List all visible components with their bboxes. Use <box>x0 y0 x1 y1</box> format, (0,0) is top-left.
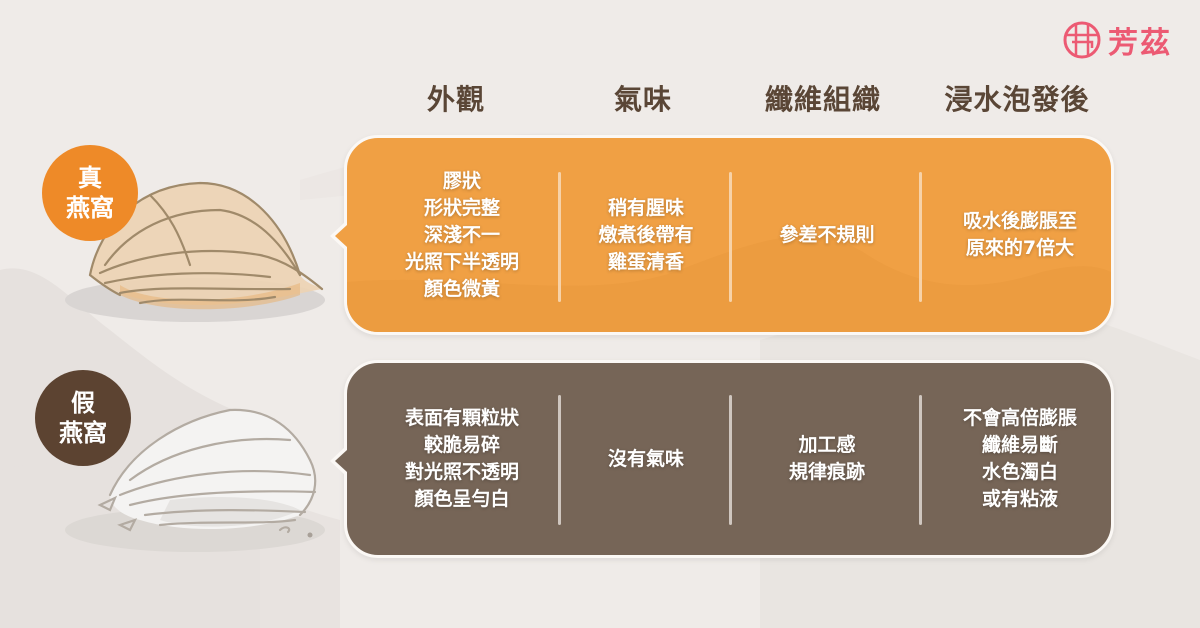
brand-name: 芳茲 <box>1108 26 1172 61</box>
cell-line: 深淺不一 <box>423 223 500 246</box>
fake-birds-nest-illustration-icon <box>65 408 325 552</box>
column-divider <box>919 395 922 525</box>
cell-line: 光照下半透明 <box>404 250 519 273</box>
column-headers: 外觀 氣味 纖維組織 浸水泡發後 <box>0 78 1200 118</box>
column-header-appearance: 外觀 <box>426 83 485 116</box>
cell-line: 形狀完整 <box>423 196 500 219</box>
fangzi-mark-icon <box>1063 21 1101 59</box>
badge-label-line1: 假 <box>71 389 95 417</box>
cell-line: 表面有顆粒狀 <box>404 407 519 429</box>
row-fake-birds-nest: 假 燕窩 表面有顆粒狀 較脆易碎 對光照不透明 顏色呈勻白 沒有氣 <box>0 360 1200 558</box>
cell-line: 不會高倍膨脹 <box>962 407 1077 429</box>
true-appearance-cell: 膠狀 形狀完整 深淺不一 光照下半透明 顏色微黃 <box>367 138 557 332</box>
cell-line: 較脆易碎 <box>423 434 500 456</box>
real-birds-nest-illustration-icon <box>65 181 325 322</box>
cell-line: 沒有氣味 <box>607 447 684 470</box>
cell-line: 燉煮後帶有 <box>598 223 694 246</box>
cell-line: 水色濁白 <box>981 461 1058 483</box>
cell-line: 顏色呈勻白 <box>414 488 510 510</box>
badge-label-line2: 燕窩 <box>66 194 114 222</box>
row-true-birds-nest: 真 燕窩 膠狀 形狀完整 深淺不一 光照下半透明 顏色微黃 <box>0 135 1200 335</box>
cell-line: 參差不規則 <box>779 223 875 246</box>
column-header-soaked: 浸水泡發後 <box>944 83 1090 116</box>
fake-appearance-cell: 表面有顆粒狀 較脆易碎 對光照不透明 顏色呈勻白 <box>367 363 557 555</box>
cell-line: 加工感 <box>798 434 856 456</box>
cell-line: 規律痕跡 <box>788 461 865 483</box>
fake-soaked-cell: 不會高倍膨脹 纖維易斷 水色濁白 或有粘液 <box>925 363 1115 555</box>
cell-line: 雞蛋清香 <box>607 250 684 273</box>
cell-line: 對光照不透明 <box>404 461 519 483</box>
column-header-fiber: 纖維組織 <box>764 83 881 116</box>
brand-logo[interactable]: 芳茲 <box>1062 18 1172 62</box>
column-divider <box>729 172 732 302</box>
fake-smell-cell: 沒有氣味 <box>551 363 741 555</box>
true-fiber-cell: 參差不規則 <box>732 138 922 332</box>
true-soaked-cell: 吸水後膨脹至 原來的7倍大 <box>925 138 1115 332</box>
cell-line: 原來的7倍大 <box>965 237 1075 259</box>
badge-true-birds-nest: 真 燕窩 <box>42 145 138 241</box>
true-smell-cell: 稍有腥味 燉煮後帶有 雞蛋清香 <box>551 138 741 332</box>
badge-fake-birds-nest: 假 燕窩 <box>35 370 131 466</box>
column-divider <box>729 395 732 525</box>
cell-line: 吸水後膨脹至 <box>962 210 1077 232</box>
column-divider <box>558 172 561 302</box>
cell-line: 膠狀 <box>442 169 481 192</box>
column-divider <box>919 172 922 302</box>
cell-line: 或有粘液 <box>981 488 1058 510</box>
cell-line: 纖維易斷 <box>981 434 1058 456</box>
badge-label-line1: 真 <box>78 164 102 192</box>
column-divider <box>558 395 561 525</box>
cell-line: 顏色微黃 <box>423 277 500 300</box>
fake-nest-info-panel: 表面有顆粒狀 較脆易碎 對光照不透明 顏色呈勻白 沒有氣味 加工感 規律痕跡 不… <box>330 360 1115 558</box>
badge-label-line2: 燕窩 <box>59 419 107 447</box>
cell-line: 稍有腥味 <box>607 196 684 219</box>
true-nest-info-panel: 膠狀 形狀完整 深淺不一 光照下半透明 顏色微黃 稍有腥味 燉煮後帶有 雞蛋清香… <box>330 135 1115 335</box>
fake-fiber-cell: 加工感 規律痕跡 <box>732 363 922 555</box>
column-header-smell: 氣味 <box>613 83 672 116</box>
